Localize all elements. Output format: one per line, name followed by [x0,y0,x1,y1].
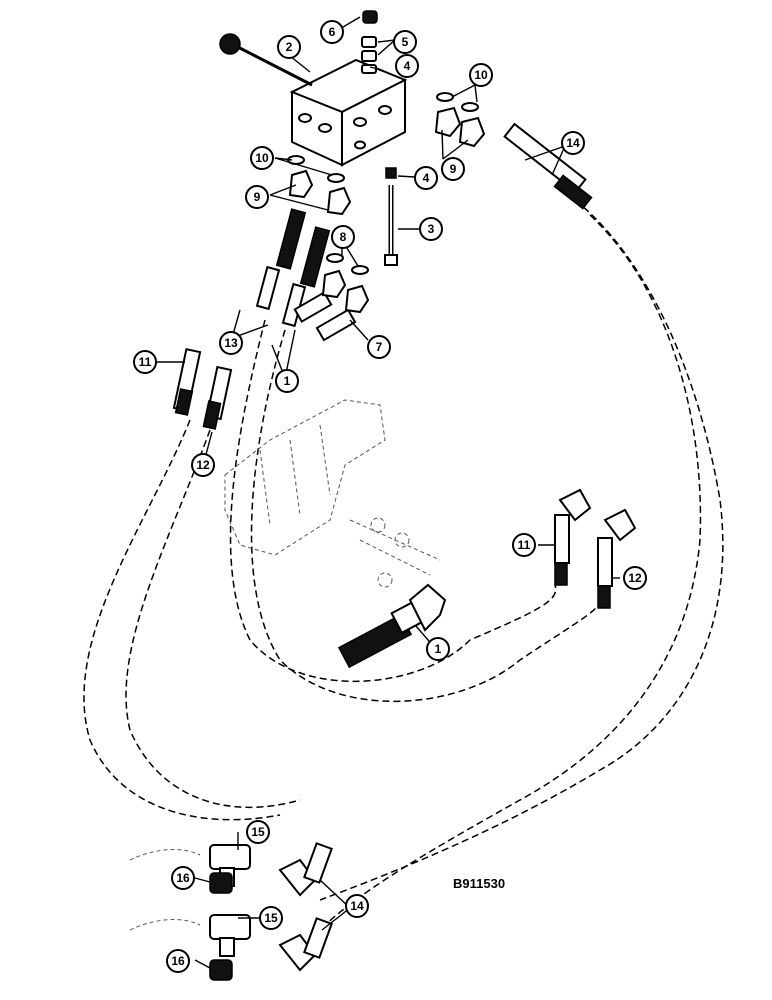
callout-7: 7 [367,335,391,359]
callout-11-right: 11 [512,533,536,557]
svg-text:1: 1 [284,374,291,388]
hose-assemblies-upper [255,208,370,342]
svg-text:12: 12 [628,571,642,585]
callout-15-upper: 15 [246,820,270,844]
svg-text:9: 9 [254,190,261,204]
svg-text:8: 8 [340,230,347,244]
callout-16-upper: 16 [171,866,195,890]
loader-valve-background [224,399,441,588]
callout-10-right: 10 [469,63,493,87]
callout-2: 2 [277,35,301,59]
callouts: 2 6 5 4 10 9 4 3 14 10 9 8 7 13 11 [133,20,647,973]
svg-text:14: 14 [566,136,580,150]
callout-14-upper: 14 [561,131,585,155]
callout-11-left: 11 [133,350,157,374]
elbow-adapter-lower [337,583,447,669]
svg-text:15: 15 [264,911,278,925]
svg-text:10: 10 [474,68,488,82]
callout-10-left: 10 [250,146,274,170]
svg-text:13: 13 [224,336,238,350]
svg-text:15: 15 [251,825,265,839]
svg-text:4: 4 [404,59,411,73]
svg-text:14: 14 [350,899,364,913]
callout-4-upper: 4 [395,54,419,78]
callout-13: 13 [219,331,243,355]
svg-text:2: 2 [286,40,293,54]
svg-text:9: 9 [450,162,457,176]
hose-lines [83,199,724,931]
svg-text:4: 4 [423,171,430,185]
callout-4-lower: 4 [414,166,438,190]
control-valve-block [219,33,408,167]
callout-5: 5 [393,30,417,54]
tie-rod [384,167,398,266]
callout-15-lower: 15 [259,906,283,930]
quick-couplers-right [554,488,637,609]
figure-code: B911530 [453,876,505,891]
svg-text:6: 6 [329,25,336,39]
svg-text:16: 16 [171,954,185,968]
svg-text:3: 3 [428,222,435,236]
callout-6: 6 [320,20,344,44]
svg-text:10: 10 [255,151,269,165]
svg-text:11: 11 [139,355,152,369]
callout-3: 3 [419,217,443,241]
callout-1-upper: 1 [275,369,299,393]
callout-9-left: 9 [245,185,269,209]
callout-1-lower: 1 [426,637,450,661]
lower-fittings [129,842,333,981]
svg-text:7: 7 [376,340,383,354]
callout-12-left: 12 [191,453,215,477]
svg-text:1: 1 [435,642,442,656]
svg-text:5: 5 [402,35,409,49]
callout-9-right: 9 [441,157,465,181]
quick-couplers-left [172,348,233,430]
callout-14-lower: 14 [345,894,369,918]
callout-16-lower: 16 [166,949,190,973]
svg-text:11: 11 [518,538,531,552]
callout-12-right: 12 [623,566,647,590]
svg-text:12: 12 [196,458,210,472]
callout-8: 8 [331,225,355,249]
svg-text:16: 16 [176,871,190,885]
